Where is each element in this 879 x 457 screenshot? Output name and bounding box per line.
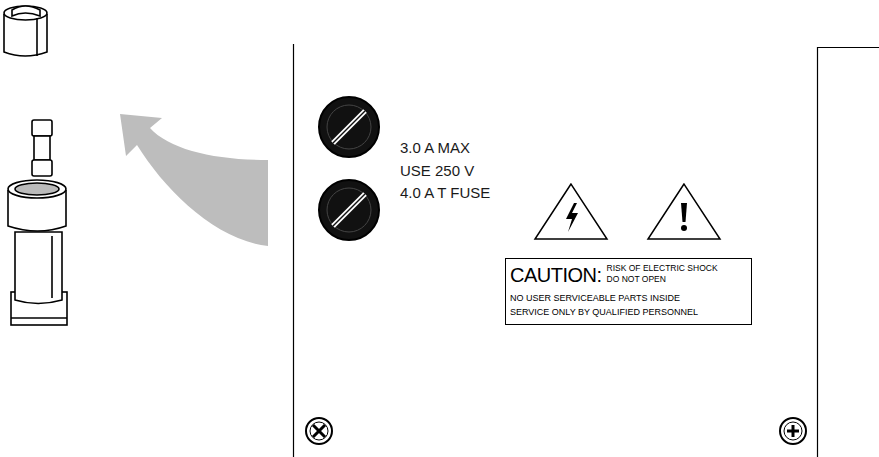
caution-warning-triangle — [648, 184, 720, 239]
fuse-rating-text: USE 250 V — [400, 162, 474, 180]
fuse-rating-text: 3.0 A MAX — [400, 139, 470, 157]
warning-text: RISK OF ELECTRIC SHOCK — [607, 264, 718, 273]
warning-text: SERVICE ONLY BY QUALIFIED PERSONNEL — [510, 308, 698, 318]
panel-edge — [293, 44, 294, 457]
warning-text: DO NOT OPEN — [607, 275, 666, 284]
fuse-holder-body — [8, 180, 67, 325]
removal-arrow — [120, 114, 268, 246]
fuse-holder-knob — [319, 97, 379, 157]
shock-warning-triangle — [535, 184, 607, 239]
fuse-holder-knob — [319, 180, 379, 240]
screw — [306, 418, 332, 444]
caution-label: CAUTION: RISK OF ELECTRIC SHOCK DO NOT OPE… — [505, 258, 752, 325]
fuse-holder-cap — [4, 6, 47, 56]
panel-edge — [817, 47, 879, 48]
screw — [780, 418, 806, 444]
fuse-rating-text: 4.0 A T FUSE — [400, 184, 490, 202]
caution-heading: CAUTION: — [510, 264, 602, 286]
warning-text: NO USER SERVICEABLE PARTS INSIDE — [510, 294, 680, 304]
panel-edge — [817, 47, 818, 457]
fuse-cartridge — [32, 120, 52, 176]
